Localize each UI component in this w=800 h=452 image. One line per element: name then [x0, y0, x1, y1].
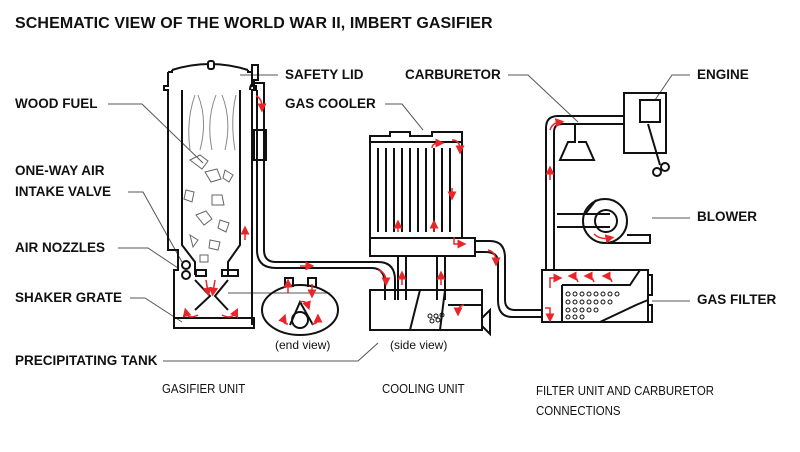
leader-engine: [654, 74, 690, 101]
flow-arrow: [255, 95, 267, 113]
hopper-inner-left: [181, 90, 196, 275]
label-gas-filter: GAS FILTER: [697, 292, 777, 307]
riser-pipe: [545, 115, 625, 270]
label-side-view: (side view): [390, 338, 448, 352]
flow-arrow: [453, 237, 467, 249]
flow-arrow: [593, 233, 615, 244]
side-view-tank: [369, 289, 483, 331]
flow-arrow: [453, 304, 465, 317]
section-gasifier-unit: GASIFIER UNIT: [162, 381, 246, 396]
leader-carburetor: [508, 74, 579, 123]
leader-gas-cooler: [385, 103, 424, 131]
leader-intake-valve: [128, 191, 183, 263]
label-end-view: (end view): [275, 338, 331, 352]
cooler-body: [369, 141, 463, 239]
flow-arrow: [299, 300, 311, 311]
water-drops: [427, 312, 445, 324]
flow-arrow: [431, 138, 445, 149]
flow-arrow: [182, 307, 199, 318]
label-wood-fuel: WOOD FUEL: [15, 96, 98, 111]
flow-arrow: [377, 269, 391, 287]
diagram-title: SCHEMATIC VIEW OF THE WORLD WAR II, IMBE…: [15, 15, 493, 32]
flow-arrow: [209, 279, 219, 297]
gas-wisps: [188, 94, 237, 151]
flow-arrow: [549, 273, 563, 288]
cooling-unit: [369, 131, 542, 337]
label-gas-cooler: GAS COOLER: [285, 96, 376, 111]
label-line-1: ONE-WAY AIR: [15, 163, 105, 178]
filter-carburetor-unit: [541, 92, 670, 323]
fuel-chunks: [183, 154, 234, 263]
leader-shaker-grate: [130, 297, 183, 323]
precipitating-tank-end-view: [261, 277, 339, 336]
label-air-nozzles: AIR NOZZLES: [15, 240, 105, 255]
leader-precipitating-tank: [163, 342, 379, 362]
blower-housing: [557, 198, 651, 244]
label-carburetor: CARBURETOR: [405, 67, 501, 82]
flow-arrow: [221, 307, 239, 319]
hopper-inner-right: [227, 90, 241, 275]
leader-air-nozzles: [118, 247, 179, 269]
gasifier-outer-right: [251, 72, 257, 325]
flow-arrows: [182, 95, 615, 325]
flow-arrow: [278, 313, 289, 325]
downpipes: [397, 256, 446, 300]
label-precipitating-tank: PRECIPITATING TANK: [15, 353, 158, 368]
flow-arrow: [567, 271, 579, 283]
air-nozzle-top: [181, 260, 191, 270]
section-line-2: CONNECTIONS: [536, 403, 621, 418]
label-safety-lid: SAFETY LID: [285, 67, 364, 82]
label-line-2: INTAKE VALVE: [15, 184, 112, 199]
flow-arrow: [549, 118, 565, 131]
filter-pellets: [565, 291, 620, 320]
engine-block: [623, 92, 667, 154]
cooler-outlet-pipe: [475, 240, 542, 318]
label-blower: BLOWER: [697, 209, 757, 224]
section-line-1: FILTER UNIT AND CARBURETOR: [536, 383, 714, 398]
flow-arrow: [601, 271, 613, 283]
section-cooling-unit: COOLING UNIT: [382, 381, 465, 396]
label-shaker-grate: SHAKER GRATE: [15, 290, 123, 305]
air-nozzle-bottom: [181, 270, 191, 280]
flow-arrow: [487, 249, 501, 267]
engine-crank: [647, 123, 661, 166]
constriction: [194, 279, 229, 311]
section-filter-unit: FILTER UNIT AND CARBURETOR CONNECTIONS: [536, 381, 714, 421]
flow-arrow: [202, 279, 212, 297]
label-engine: ENGINE: [697, 67, 749, 82]
flow-arrow: [311, 313, 323, 325]
carburetor-bell: [558, 124, 596, 161]
flow-arrow: [545, 307, 555, 323]
flex-hose: [253, 129, 267, 161]
flow-arrow: [451, 139, 465, 155]
cooler-fins: [377, 148, 451, 232]
label-one-way-air-intake-valve: ONE-WAY AIR INTAKE VALVE: [15, 160, 111, 202]
cooler-base: [369, 237, 476, 257]
side-pipe: [249, 82, 396, 300]
flow-arrow: [583, 271, 595, 283]
cooler-top: [369, 131, 463, 142]
gasifier-outer-left: [163, 72, 179, 325]
